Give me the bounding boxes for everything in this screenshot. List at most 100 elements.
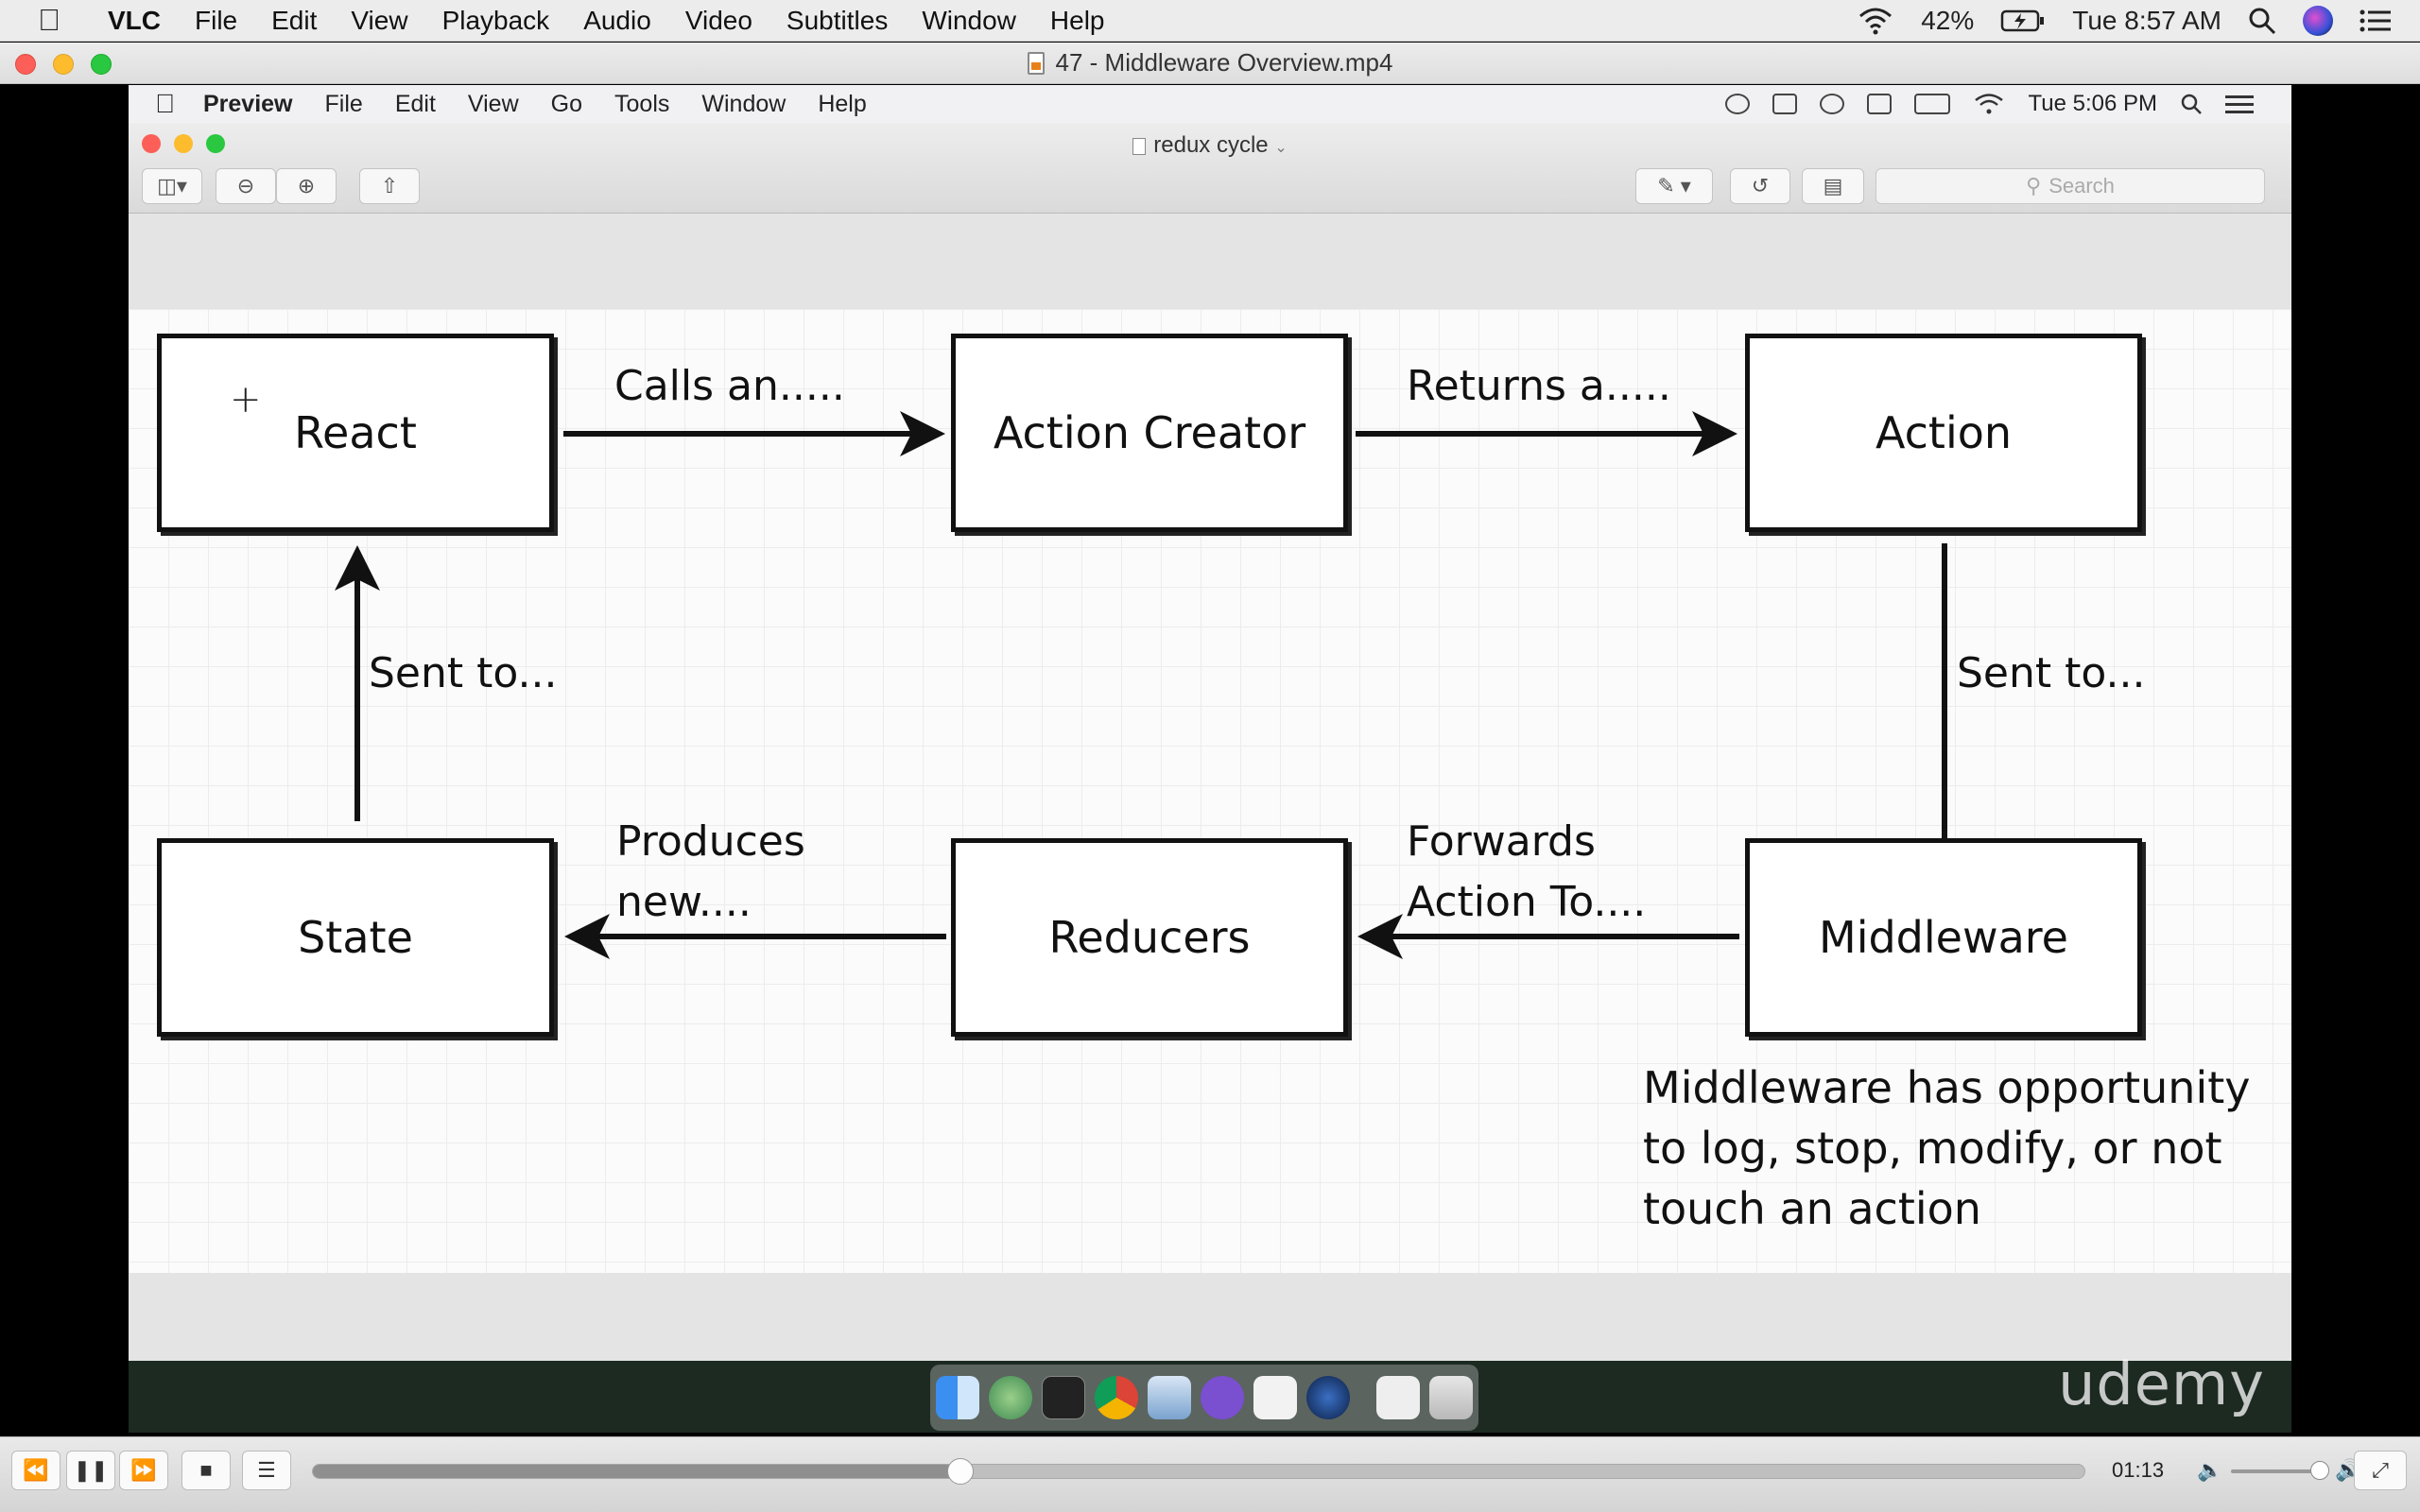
preview-minimize-icon — [174, 134, 193, 153]
toolbox-button: ▤ — [1802, 168, 1864, 204]
inner-menu-tools: Tools — [595, 90, 669, 117]
documents-folder-icon — [1376, 1376, 1420, 1419]
inner-menu-edit: Edit — [374, 90, 436, 117]
node-reducers: Reducers — [951, 838, 1348, 1037]
inner-menu-preview: Preview — [183, 90, 293, 117]
diagram-canvas: + React Action Creator Action State Redu… — [129, 309, 2291, 1273]
node-middleware: Middleware — [1745, 838, 2142, 1037]
atom-icon — [989, 1376, 1032, 1419]
inner-menu-help: Help — [798, 90, 866, 117]
udemy-watermark: udemy — [2058, 1349, 2265, 1418]
video-file-icon — [1027, 51, 1045, 75]
seek-progress — [313, 1465, 960, 1478]
zoom-window-button[interactable] — [91, 54, 112, 75]
inner-list-icon — [2225, 95, 2254, 113]
terminal-icon — [1042, 1376, 1085, 1419]
quicktime-icon — [1306, 1376, 1350, 1419]
menu-help[interactable]: Help — [1049, 5, 1105, 35]
preview-search-field: ⚲ Search — [1876, 168, 2265, 204]
menu-playback[interactable]: Playback — [441, 5, 550, 35]
inner-record-icon — [1725, 94, 1751, 114]
menu-app-vlc[interactable]: VLC — [108, 5, 161, 35]
finder-icon — [936, 1376, 979, 1419]
inner-sync-icon — [1820, 94, 1845, 114]
inner-search-icon — [2181, 94, 2202, 114]
apple-menu-icon[interactable]:  — [38, 3, 76, 38]
inner-battery-icon — [1914, 94, 1951, 114]
fullscreen-button[interactable]: ⤢ — [2354, 1451, 2407, 1490]
inner-menu-file: File — [304, 90, 363, 117]
edge-label-sent-to-left: Sent to... — [369, 649, 558, 697]
preview-content: + React Action Creator Action State Redu… — [129, 215, 2291, 1361]
video-area[interactable]:  Preview File Edit View Go Tools Window… — [0, 85, 2420, 1435]
markup-pen-button: ✎ ▾ — [1635, 168, 1713, 204]
siri-icon[interactable] — [2303, 6, 2333, 36]
edge-label-calls: Calls an..... — [614, 362, 845, 410]
volume-slider[interactable] — [2231, 1461, 2329, 1480]
chrome-icon — [1095, 1376, 1138, 1419]
menu-subtitles[interactable]: Subtitles — [786, 5, 889, 35]
system-menubar:  VLC File Edit View Playback Audio Vide… — [0, 0, 2420, 42]
edge-label-forwards: Forwards Action To.... — [1407, 817, 1647, 926]
node-react: + React — [157, 334, 554, 532]
window-title: 47 - Middleware Overview.mp4 — [1055, 48, 1393, 77]
preview-title: redux cycle ⌄ — [129, 132, 2291, 159]
zoom-out-button: ⊖ — [216, 168, 276, 204]
volume-mute-icon[interactable]: 🔈 — [2197, 1458, 2223, 1482]
node-action: Action — [1745, 334, 2142, 532]
inner-airplay-icon — [1867, 94, 1893, 114]
preview-toolbar: redux cycle ⌄ ◫▾ ⊖ ⊕ ⇧ ✎ ▾ ↺ ▤ ⚲ Search — [129, 123, 2291, 214]
inner-menu-view: View — [447, 90, 519, 117]
preview-app-icon — [1148, 1376, 1191, 1419]
trash-icon — [1429, 1376, 1473, 1419]
inner-wifi-icon — [1975, 94, 2004, 114]
menu-file[interactable]: File — [195, 5, 238, 35]
pause-button[interactable]: ❚❚ — [66, 1451, 115, 1490]
edge-label-returns: Returns a..... — [1407, 362, 1671, 410]
elapsed-time: 01:13 — [2112, 1458, 2165, 1482]
playlist-button[interactable]: ☰ — [242, 1451, 291, 1490]
inner-menubar:  Preview File Edit View Go Tools Window… — [129, 85, 2291, 123]
middleware-note: Middleware has opportunity to log, stop,… — [1643, 1062, 2251, 1234]
rotate-button: ↺ — [1730, 168, 1790, 204]
node-state: State — [157, 838, 554, 1037]
notification-center-icon[interactable] — [2360, 9, 2392, 33]
preview-window: redux cycle ⌄ ◫▾ ⊖ ⊕ ⇧ ✎ ▾ ↺ ▤ ⚲ Search — [129, 123, 2291, 1361]
seek-handle[interactable] — [946, 1458, 974, 1485]
sidebar-toggle-button: ◫▾ — [142, 168, 202, 204]
preview-close-icon — [142, 134, 161, 153]
inner-apple-icon:  — [155, 89, 175, 119]
spotlight-search-icon[interactable] — [2248, 7, 2276, 35]
menu-window[interactable]: Window — [922, 5, 1016, 35]
node-action-creator: Action Creator — [951, 334, 1348, 532]
crosshair-cursor-icon: + — [230, 378, 262, 421]
dock — [930, 1365, 1478, 1431]
preview-zoom-icon — [206, 134, 225, 153]
stop-button[interactable]: ■ — [182, 1451, 231, 1490]
seek-bar[interactable] — [312, 1458, 2085, 1485]
chevron-down-icon: ⌄ — [1274, 140, 1288, 156]
rewind-button[interactable]: ⏪ — [11, 1451, 60, 1490]
playback-controls: ⏪ ❚❚ ⏩ ■ ☰ 01:13 🔈 🔊 ⤢ — [0, 1436, 2420, 1512]
edge-label-produces: Produces new.... — [616, 817, 805, 926]
inner-clock: Tue 5:06 PM — [2028, 91, 2157, 116]
share-button: ⇧ — [359, 168, 420, 204]
preview-doc-icon — [1132, 137, 1147, 155]
battery-percent: 42% — [1921, 6, 1975, 35]
pages-icon — [1253, 1376, 1297, 1419]
minimize-window-button[interactable] — [53, 54, 74, 75]
menu-audio[interactable]: Audio — [583, 5, 651, 35]
menubar-clock[interactable]: Tue 8:57 AM — [2072, 6, 2221, 35]
wifi-icon[interactable] — [1857, 7, 1894, 35]
inner-glasses-icon — [1772, 94, 1798, 114]
zoom-in-button: ⊕ — [276, 168, 337, 204]
edge-label-sent-to-right: Sent to... — [1957, 649, 2146, 697]
fast-forward-button[interactable]: ⏩ — [119, 1451, 168, 1490]
volume-handle[interactable] — [2309, 1461, 2329, 1480]
close-window-button[interactable] — [15, 54, 36, 75]
battery-icon[interactable] — [2000, 9, 2046, 33]
menu-view[interactable]: View — [351, 5, 408, 35]
search-icon: ⚲ — [2026, 174, 2042, 198]
menu-video[interactable]: Video — [684, 5, 752, 35]
menu-edit[interactable]: Edit — [271, 5, 318, 35]
